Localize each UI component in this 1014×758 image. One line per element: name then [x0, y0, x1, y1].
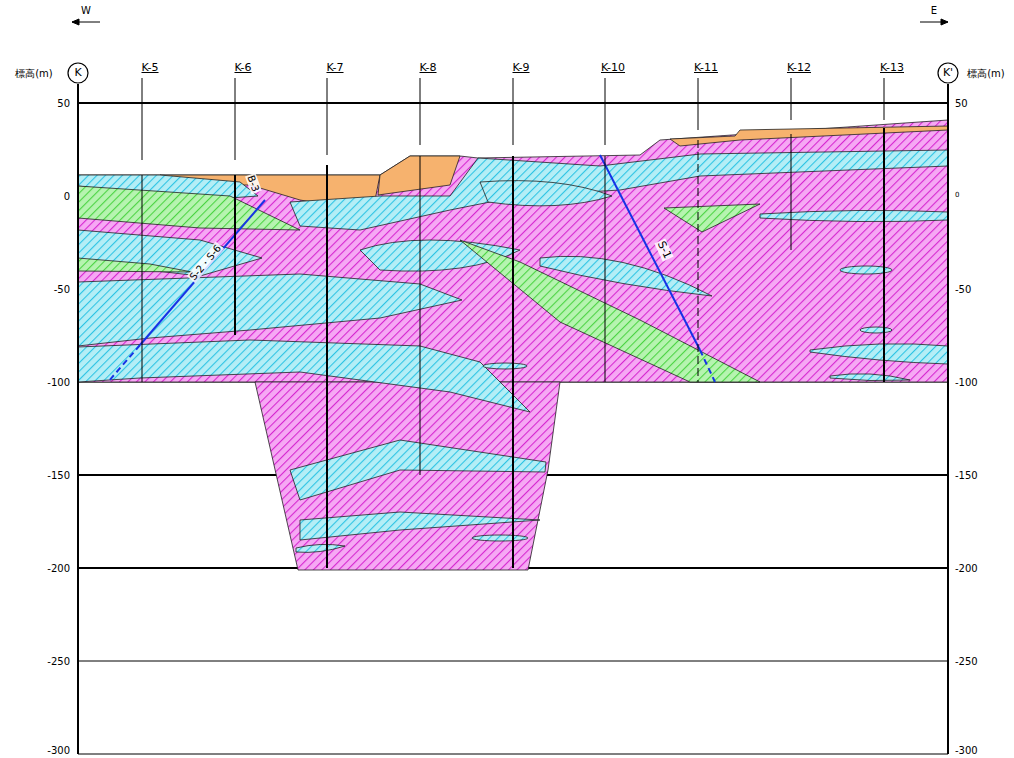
- borehole-label: K-13: [880, 62, 904, 74]
- elevation-tick: -150: [47, 470, 70, 481]
- elevation-tick: 50: [57, 98, 70, 109]
- elevation-tick: -300: [955, 745, 978, 756]
- elevation-tick: -50: [955, 284, 971, 295]
- borehole-label: K-6: [234, 62, 251, 74]
- borehole-label: K-7: [326, 62, 343, 74]
- section-end-mark: K: [74, 67, 81, 79]
- borehole-label: K-8: [419, 62, 436, 74]
- borehole-label: K-5: [141, 62, 158, 74]
- borehole-label: K-12: [787, 62, 811, 74]
- elevation-tick: -300: [47, 745, 70, 756]
- elevation-tick: -100: [47, 377, 70, 388]
- elevation-tick: -50: [54, 284, 70, 295]
- borehole-lines: [142, 78, 884, 568]
- direction-label: E: [931, 5, 937, 16]
- elevation-tick: -200: [47, 563, 70, 574]
- strata: [78, 120, 948, 570]
- axis-title: 標高(m): [15, 68, 53, 79]
- elevation-tick: -100: [955, 377, 978, 388]
- elevation-tick: -200: [955, 563, 978, 574]
- elevation-tick: 50: [955, 98, 968, 109]
- elevation-tick: 0: [955, 192, 959, 200]
- axis-title: 標高(m): [967, 68, 1005, 79]
- elevation-tick: -150: [955, 470, 978, 481]
- elevation-tick: 0: [64, 191, 70, 202]
- section-end-mark: K': [943, 67, 953, 79]
- direction-label: W: [81, 5, 91, 16]
- borehole-label: K-9: [512, 62, 529, 74]
- elevation-tick: -250: [955, 656, 978, 667]
- elevation-tick: -250: [47, 656, 70, 667]
- axis-frame: [68, 19, 958, 754]
- borehole-label: K-11: [694, 62, 718, 74]
- borehole-label: K-10: [601, 62, 625, 74]
- elevation-grid: [78, 103, 948, 754]
- fault-lines: [108, 155, 715, 382]
